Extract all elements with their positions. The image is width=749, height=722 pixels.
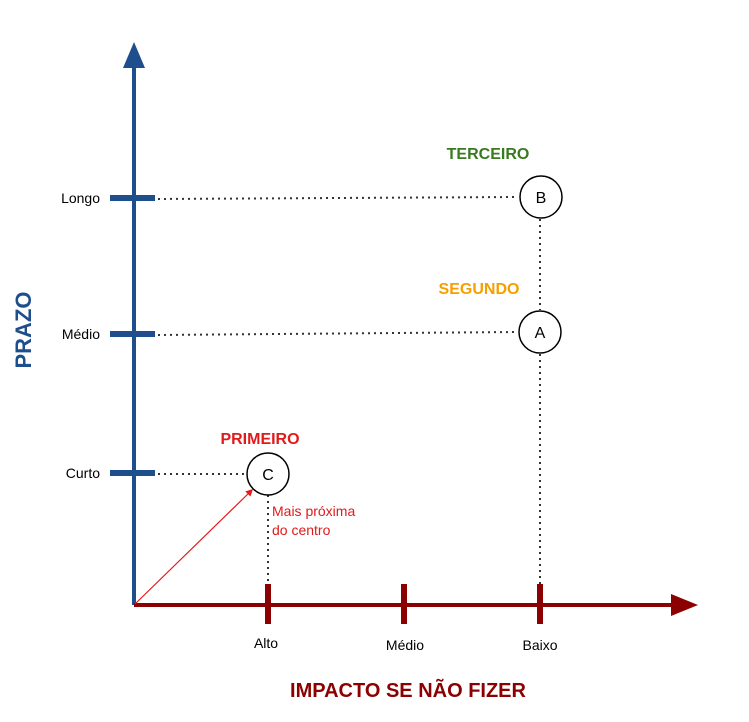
node-b-circle xyxy=(519,175,563,219)
y-axis: Curto Médio Longo PRAZO xyxy=(11,42,155,605)
node-a: A xyxy=(518,310,562,354)
x-axis-arrowhead xyxy=(671,594,698,616)
priority-label-segundo: SEGUNDO xyxy=(439,281,520,298)
y-tick-label-curto: Curto xyxy=(66,465,100,481)
y-tick-medio xyxy=(110,331,155,337)
y-axis-arrowhead xyxy=(123,42,145,68)
node-b: B xyxy=(519,175,563,219)
note-line-1: Mais próxima xyxy=(272,503,355,519)
guide-line-medio xyxy=(157,331,517,336)
x-tick-medio xyxy=(401,584,407,624)
y-axis-title: PRAZO xyxy=(11,292,36,369)
x-tick-label-alto: Alto xyxy=(254,635,278,651)
priority-label-terceiro: TERCEIRO xyxy=(447,146,530,163)
node-c: C xyxy=(246,452,290,496)
priority-label-primeiro: PRIMEIRO xyxy=(220,431,299,448)
y-tick-label-longo: Longo xyxy=(61,190,100,206)
guide-line-longo xyxy=(157,196,517,200)
x-axis-title: IMPACTO SE NÃO FIZER xyxy=(290,679,526,702)
x-axis: Alto Médio Baixo IMPACTO SE NÃO FIZER xyxy=(134,584,698,702)
note-line-2: do centro xyxy=(272,522,331,538)
node-c-letter: C xyxy=(262,467,274,484)
x-tick-baixo xyxy=(537,584,543,624)
x-tick-label-baixo: Baixo xyxy=(522,637,557,653)
center-proximity-arrow xyxy=(134,488,254,605)
node-a-letter: A xyxy=(535,325,546,342)
x-tick-label-medio: Médio xyxy=(386,637,424,653)
y-tick-label-medio: Médio xyxy=(62,326,100,342)
y-tick-curto xyxy=(110,470,155,476)
y-tick-longo xyxy=(110,195,155,201)
node-a-circle xyxy=(518,310,562,354)
node-c-circle xyxy=(246,452,290,496)
x-tick-alto xyxy=(265,584,271,624)
node-b-letter: B xyxy=(536,190,547,207)
